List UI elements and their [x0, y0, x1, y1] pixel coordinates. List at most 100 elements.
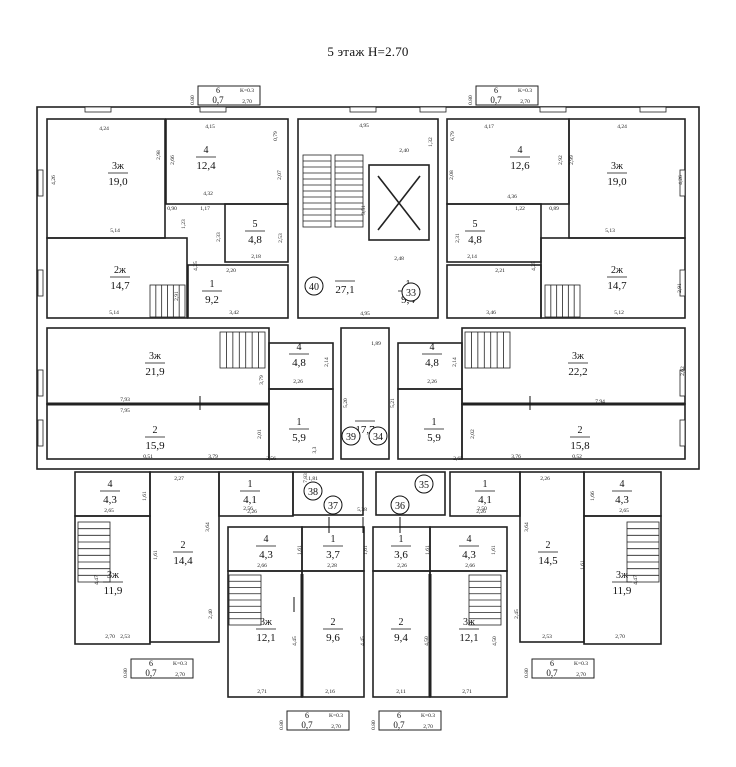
dimension-label: 4,47 — [94, 575, 100, 585]
dimension-label: 1,17 — [200, 206, 210, 212]
room-label: 44,3 — [459, 534, 479, 561]
dimension-label: 5,20 — [343, 398, 349, 408]
room-area: 12,1 — [256, 632, 275, 644]
room-number: 2ж — [114, 265, 126, 276]
dimension-label: 4,25 — [193, 261, 199, 271]
room-label: 29,4 — [391, 617, 411, 644]
balcony-coefficient: K=0.3 — [518, 88, 532, 94]
wall-block — [46, 118, 166, 239]
staircase — [468, 574, 502, 626]
dimension-label: 1,32 — [428, 137, 434, 147]
dimension-label: 5,14 — [110, 228, 120, 234]
balcony-dimension: 2,70 — [242, 99, 252, 105]
room-label: 214,5 — [538, 540, 558, 567]
dimension-label: 2,28 — [327, 563, 337, 569]
dimension-label: 2,16 — [325, 689, 335, 695]
dimension-label: 2,14 — [467, 254, 477, 260]
dimension-label: 2,71 — [462, 689, 472, 695]
dimension-label: 2,53 — [278, 233, 284, 243]
balcony: 60,7K=0.32,700.80 — [468, 85, 539, 106]
elevator-cross — [377, 175, 421, 231]
dimension-label: 2,26 — [293, 379, 303, 385]
dimension-label: 2,26 — [397, 563, 407, 569]
room-number: 4 — [204, 145, 209, 156]
room-area: 3,7 — [326, 549, 340, 561]
wall-block — [187, 264, 289, 319]
dimension-label: 4,95 — [360, 311, 370, 317]
window — [419, 106, 447, 113]
balcony-area: 0,7 — [301, 720, 313, 730]
wall-block — [583, 515, 662, 645]
balcony-dimension: 0.80 — [279, 720, 285, 730]
dimension-label: 1,61 — [363, 545, 369, 555]
dimension-label: 2,33 — [216, 232, 222, 242]
balcony: 60,7K=0.32,700.80 — [123, 658, 194, 679]
wall-block — [340, 327, 390, 460]
apartment-circle — [414, 474, 434, 494]
dimension-label: 2,70 — [105, 634, 115, 640]
room-area: 5,9 — [427, 432, 441, 444]
room-number: 5 — [473, 219, 478, 230]
room-area: 15,9 — [145, 440, 165, 452]
dimension-label: 3,46 — [486, 310, 496, 316]
room-label: 27,1 — [335, 280, 355, 296]
room-label: 13,7 — [323, 534, 343, 561]
room-number: 2ж — [611, 265, 623, 276]
room-label: 44,8 — [422, 342, 442, 369]
balcony-outline — [130, 658, 194, 679]
staircase — [334, 154, 364, 228]
room-label: 44,3 — [612, 479, 632, 506]
dimension-label: 7,95 — [120, 408, 130, 414]
dimension-label: 4,45 — [360, 636, 366, 646]
room-label: 44,3 — [256, 534, 276, 561]
balcony-dimension: 0.80 — [190, 95, 196, 105]
room-number: 4 — [518, 145, 523, 156]
dimension-label: 1,23 — [181, 219, 187, 229]
balcony-coefficient: K=0.3 — [329, 713, 343, 719]
balcony: 60,7K=0.32,700.80 — [279, 710, 350, 731]
rooms-layer: 3ж19,0412,454,82ж14,719,227,119,454,8412… — [100, 145, 632, 644]
room-label: 19,2 — [202, 279, 222, 306]
stairs-layer — [77, 154, 660, 626]
dimension-label: 2,26 — [476, 509, 486, 515]
balcony-number: 6 — [397, 711, 401, 720]
apartment-circle — [401, 282, 421, 302]
room-number: 4 — [108, 479, 113, 490]
room-area: 11,9 — [613, 585, 632, 597]
balcony-dimension: 2,70 — [331, 724, 341, 730]
balcony: 60,7K=0.32,700.80 — [524, 658, 595, 679]
staircase — [302, 154, 332, 228]
room-number: 4 — [264, 534, 269, 545]
dimension-label: 2,65 — [619, 508, 629, 514]
room-area: 12,6 — [510, 160, 530, 172]
dimension-label: 0,90 — [167, 206, 177, 212]
balcony-dimension: 2,70 — [576, 672, 586, 678]
apartment-number: 36 — [390, 495, 410, 515]
dimension-label: 3,3 — [312, 446, 318, 453]
dimension-label: 4,17 — [484, 124, 494, 130]
wall-block — [292, 471, 364, 516]
dimension-label: 2,08 — [449, 170, 455, 180]
room-area: 4,3 — [615, 494, 629, 506]
room-area: 5,9 — [292, 432, 306, 444]
room-area: 3,6 — [394, 549, 408, 561]
wall-block — [36, 106, 700, 470]
staircase — [219, 331, 266, 369]
room-area: 4,3 — [462, 549, 476, 561]
room-number: 3ж — [112, 161, 124, 172]
room-area: 4,8 — [468, 234, 482, 246]
balcony-dimension: 2,70 — [520, 99, 530, 105]
room-label: 2ж 14,7 — [607, 265, 627, 292]
balcony: 60,7K=0.32,700.80 — [371, 710, 442, 731]
staircase — [544, 284, 581, 318]
balcony-coefficient: K=0.3 — [240, 88, 254, 94]
apartment-circle — [323, 495, 343, 515]
balconies-layer: 60,7K=0.32,700.8060,7K=0.32,700.8060,7K=… — [123, 85, 595, 731]
room-area: 14,7 — [607, 280, 627, 292]
stair-outline — [219, 331, 266, 369]
apartment-label: 39 — [346, 432, 356, 443]
room-number: 3ж — [616, 570, 628, 581]
dimension-label: 2,71 — [257, 689, 267, 695]
window — [639, 106, 667, 113]
